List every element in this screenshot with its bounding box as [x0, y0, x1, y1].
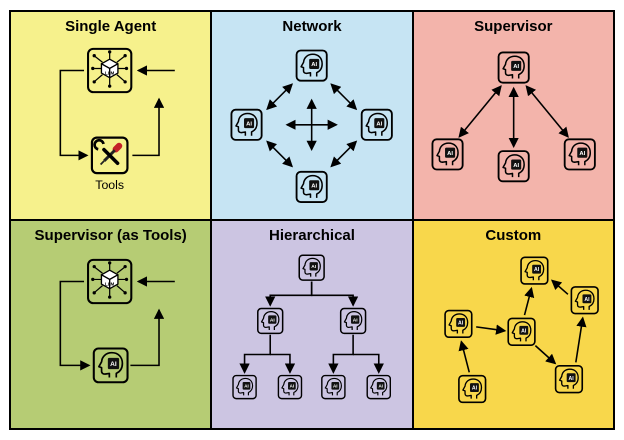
panel-custom: Custom	[412, 220, 614, 429]
llm-hub-icon	[87, 47, 133, 93]
agent-icon-top	[295, 49, 329, 82]
custom-arrows	[458, 278, 587, 372]
agent-icon-b	[570, 285, 599, 314]
panel-title-hierarchical: Hierarchical	[269, 227, 355, 244]
panel-title-network: Network	[282, 18, 342, 35]
hierarchical-diagram	[232, 253, 392, 399]
hierarchical-connectors	[239, 280, 385, 374]
single-agent-arrows	[59, 64, 175, 161]
agent-icon-leaf-3	[321, 374, 346, 399]
supervisor-arrows	[458, 84, 569, 148]
panel-single-agent: Single Agent Tools	[10, 11, 212, 220]
panel-network: Network	[211, 11, 413, 220]
panel-supervisor-as-tools: Supervisor (as Tools)	[10, 220, 212, 429]
agent-icon-worker-right	[563, 137, 596, 170]
agent-icon-d	[507, 317, 536, 346]
agent-icon-root	[298, 253, 326, 281]
agent-icon-supervisor	[497, 51, 530, 84]
panel-hierarchical: Hierarchical	[211, 220, 413, 429]
panel-supervisor: Supervisor	[412, 11, 614, 220]
agent-icon-mid-right	[340, 307, 367, 334]
llm-hub-icon	[87, 258, 133, 304]
panel-title-supervisor-as-tools: Supervisor (as Tools)	[34, 227, 187, 244]
agent-icon-leaf-2	[278, 374, 303, 399]
tools-label: Tools	[95, 177, 124, 191]
agent-icon-c	[443, 309, 473, 338]
agent-icon-worker-mid	[497, 149, 530, 182]
agent-icon-leaf-1	[232, 374, 258, 399]
agent-icon-tool-agent	[92, 346, 129, 383]
panel-title-custom: Custom	[485, 227, 542, 244]
agent-icon-leaf-4	[366, 374, 392, 399]
supervisor-as-tools-diagram	[59, 258, 175, 383]
single-agent-diagram: Tools	[59, 47, 175, 191]
architecture-grid: Single Agent Tools Network	[9, 10, 615, 430]
tools-icon	[92, 137, 128, 173]
agent-icon-worker-left	[431, 137, 464, 170]
agent-icon-e	[457, 374, 487, 403]
panel-title-single-agent: Single Agent	[65, 18, 157, 35]
supervisor-as-tools-arrows	[59, 275, 175, 370]
supervisor-diagram	[431, 51, 596, 182]
agent-icon-left	[230, 108, 263, 141]
agent-icon-right	[361, 108, 394, 141]
network-arrows	[266, 82, 358, 167]
network-diagram	[230, 49, 394, 203]
agent-icon-f	[554, 364, 583, 393]
panel-title-supervisor: Supervisor	[474, 18, 553, 35]
agent-icon-bottom	[295, 170, 329, 203]
agent-icon-a	[519, 256, 549, 285]
agent-icon-mid-left	[257, 307, 284, 334]
custom-diagram	[443, 256, 599, 403]
